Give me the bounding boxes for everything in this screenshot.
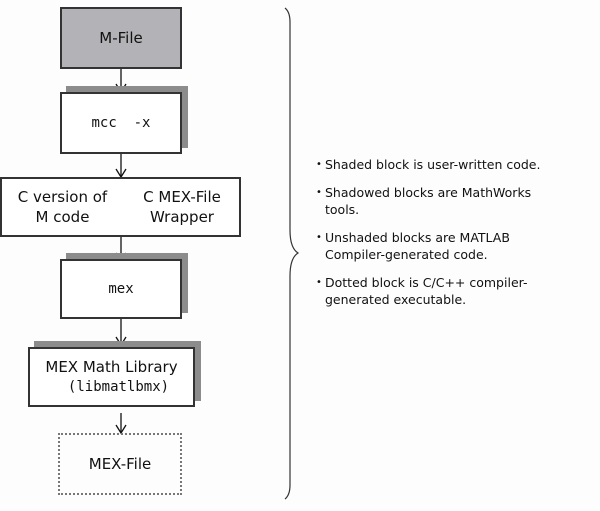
bullet-icon: • bbox=[316, 277, 322, 288]
c-version-section: C version of M code bbox=[2, 179, 123, 235]
mcc-label: mcc -x bbox=[91, 115, 151, 131]
mex-block: mex bbox=[60, 259, 182, 319]
m-file-label: M-File bbox=[99, 29, 143, 47]
c-version-line2: M code bbox=[35, 208, 90, 226]
wrapper-line2: Wrapper bbox=[150, 208, 214, 226]
mex-file-output-block: MEX-File bbox=[58, 433, 182, 495]
mex-label: mex bbox=[108, 281, 134, 297]
m-file-block: M-File bbox=[60, 7, 182, 69]
bullet-icon: • bbox=[316, 187, 322, 198]
mex-file-label: MEX-File bbox=[88, 455, 152, 473]
math-lib-label: MEX Math Library bbox=[45, 358, 178, 376]
c-code-block: C version of M code C MEX-File Wrapper bbox=[0, 177, 241, 237]
legend-item: • Dotted block is C/C++ compiler-generat… bbox=[316, 274, 586, 308]
wrapper-section: C MEX-File Wrapper bbox=[123, 179, 241, 235]
legend-text: Shadowed blocks are MathWorks tools. bbox=[325, 185, 532, 217]
wrapper-line1: C MEX-File bbox=[143, 188, 221, 206]
arrowhead bbox=[115, 336, 127, 347]
legend-text: Dotted block is C/C++ compiler-generated… bbox=[325, 275, 528, 307]
bullet-icon: • bbox=[316, 232, 322, 243]
legend-item: • Shadowed blocks are MathWorks tools. bbox=[316, 184, 586, 218]
legend-item: • Shaded block is user-written code. bbox=[316, 156, 586, 173]
legend-notes: • Shaded block is user-written code. • S… bbox=[316, 156, 586, 319]
mcc-block: mcc -x bbox=[60, 92, 182, 154]
legend-text: Shaded block is user-written code. bbox=[325, 157, 541, 172]
bullet-icon: • bbox=[316, 159, 322, 170]
legend-text: Unshaded blocks are MATLAB Compiler-gene… bbox=[325, 230, 510, 262]
math-lib-name: (libmatlbmx) bbox=[67, 379, 170, 395]
c-version-line1: C version of bbox=[17, 188, 108, 206]
legend-item: • Unshaded blocks are MATLAB Compiler-ge… bbox=[316, 229, 586, 263]
mex-math-library-block: MEX Math Library (libmatlbmx) bbox=[28, 347, 195, 407]
brace-icon bbox=[284, 7, 300, 500]
